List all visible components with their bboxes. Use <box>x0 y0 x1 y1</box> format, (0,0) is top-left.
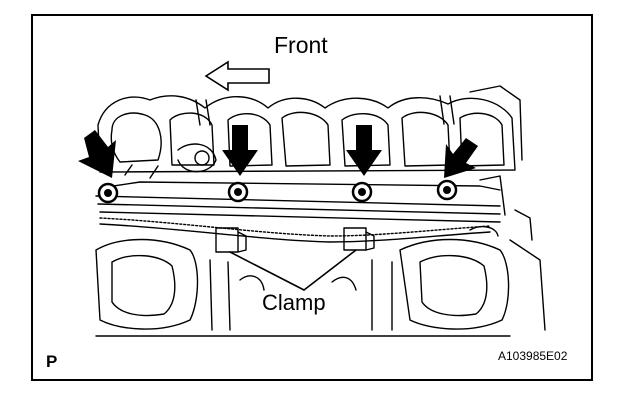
clamp-label: Clamp <box>262 290 326 315</box>
bolt-pointer-arrow-icon <box>78 130 116 178</box>
bolt-4 <box>436 179 458 201</box>
front-direction-arrow-icon <box>204 60 270 92</box>
cylinder-head-lower <box>95 209 546 337</box>
hose-clamp-left <box>215 227 247 253</box>
bolt-2 <box>227 181 249 203</box>
clamp-leader-lines <box>229 249 357 291</box>
bolt-pointer-arrow-icon <box>444 138 478 178</box>
hose-clamp-right <box>343 227 375 251</box>
front-label: Front <box>274 32 328 58</box>
bolt-pointer-arrow-icon <box>222 125 258 176</box>
fuel-delivery-pipe <box>95 175 506 223</box>
corner-code: P <box>46 352 58 371</box>
bolt-pointer-arrow-icon <box>346 125 382 176</box>
figure-frame <box>31 14 593 381</box>
figure-id: A103985E02 <box>498 349 568 363</box>
bolt-3 <box>351 181 373 203</box>
bolt-1 <box>97 182 119 204</box>
fuel-hose <box>99 217 491 243</box>
